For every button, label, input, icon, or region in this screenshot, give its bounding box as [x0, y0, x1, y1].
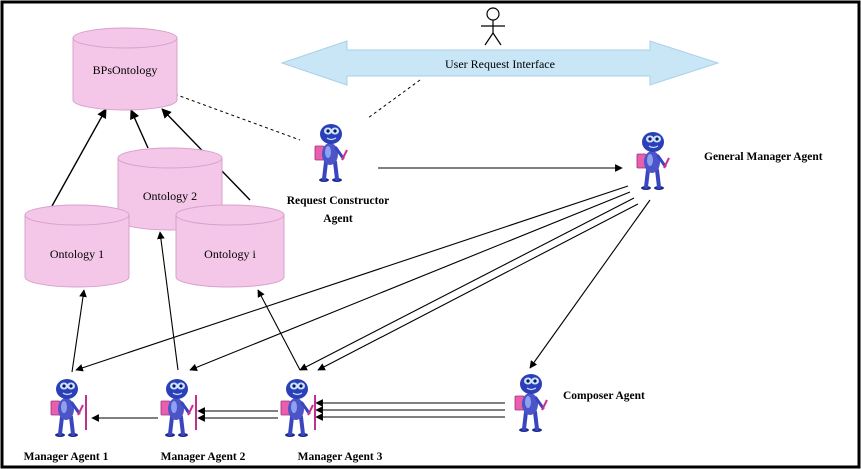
ontology-2-label: Ontology 2 [143, 189, 197, 203]
manager-agent-2-label: Manager Agent 2 [161, 451, 246, 463]
arrow-ma3-to-oi [257, 289, 301, 371]
arrow-ma1-to-o1 [71, 289, 87, 373]
arrow-o2-to-bps [130, 109, 149, 149]
general-manager-label: General Manager Agent [704, 151, 823, 163]
arrow-ma2-to-o2 [157, 231, 179, 371]
composer-label: Composer Agent [563, 390, 645, 402]
request-constructor-label-2: Agent [323, 213, 353, 225]
bps-ontology-label: BPsOntology [93, 63, 158, 77]
request-constructor-label-1: Request Constructor [287, 195, 390, 207]
composer-agent-icon [513, 372, 549, 434]
ontology-1-cylinder: Ontology 1 [24, 204, 130, 288]
arrow-o1-to-bps [51, 108, 107, 207]
ontology-1-label: Ontology 1 [50, 247, 104, 261]
general-manager-agent-icon [635, 130, 671, 192]
arrow-gma-to-ma3-b [317, 203, 639, 371]
manager-agent-3-label: Manager Agent 3 [298, 451, 383, 463]
manager-agent-2-icon [159, 377, 195, 439]
dashed-link-interface-rca [367, 79, 421, 119]
arrow-gma-to-composer [529, 199, 651, 369]
request-constructor-agent-icon [313, 122, 349, 184]
arrow-gma-to-ma2 [189, 191, 631, 371]
manager-agent-1-icon [49, 377, 85, 439]
arrow-gma-to-ma1 [75, 185, 629, 372]
manager-agent-1-label: Manager Agent 1 [24, 451, 109, 463]
user-icon [481, 7, 505, 46]
ontology-i-cylinder: Ontology i [175, 204, 285, 288]
user-request-interface-label: User Request Interface [445, 57, 555, 71]
ontology-i-label: Ontology i [204, 247, 256, 261]
arrow-gma-to-ma3-a [299, 197, 635, 371]
user-request-interface-arrow [280, 40, 720, 86]
dashed-link-bps-rca [157, 87, 301, 141]
bps-ontology-cylinder: BPsOntology [72, 27, 178, 111]
manager-agent-3-icon [279, 377, 315, 439]
